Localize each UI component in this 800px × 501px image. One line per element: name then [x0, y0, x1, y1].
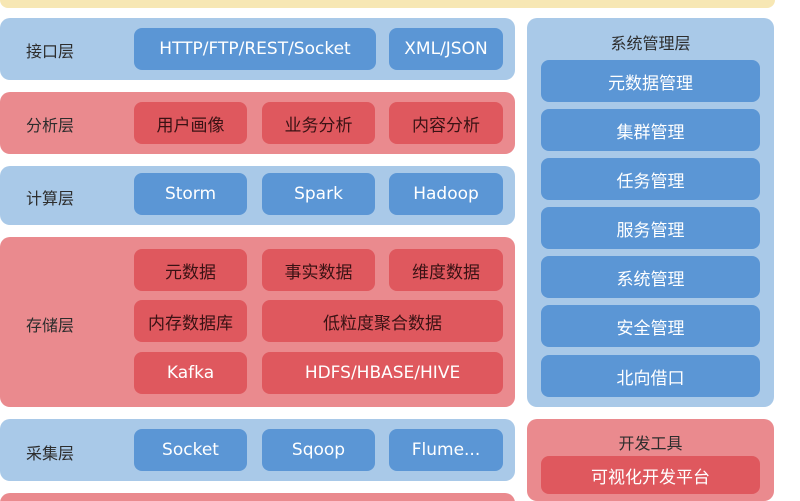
storage-box-hdfs: HDFS/HBASE/HIVE: [262, 352, 503, 394]
dev-tools-title: 开发工具: [618, 434, 683, 453]
collect-box-sqoop: Sqoop: [262, 429, 375, 471]
collect-layer-label: 采集层: [26, 444, 75, 463]
collect-box-flume: Flume...: [389, 429, 503, 471]
analysis-box-user-profile: 用户画像: [134, 102, 247, 144]
interface-box-xml: XML/JSON: [389, 28, 503, 70]
storage-box-aggregate-data: 低粒度聚合数据: [262, 300, 503, 342]
sys-box-cluster-mgmt: 集群管理: [541, 109, 760, 151]
interface-box-http: HTTP/FTP/REST/Socket: [134, 28, 376, 70]
storage-box-fact-data: 事实数据: [262, 249, 375, 291]
collect-box-socket: Socket: [134, 429, 247, 471]
interface-layer: 接口层 HTTP/FTP/REST/Socket XML/JSON: [0, 18, 515, 80]
dev-box-visual-platform: 可视化开发平台: [541, 456, 760, 494]
sys-box-service-mgmt: 服务管理: [541, 207, 760, 249]
sys-box-task-mgmt: 任务管理: [541, 158, 760, 200]
storage-layer-label: 存储层: [26, 316, 75, 335]
bottom-layer-stub: [0, 493, 515, 501]
analysis-box-business: 业务分析: [262, 102, 375, 144]
compute-box-spark: Spark: [262, 173, 375, 215]
sys-box-system-mgmt: 系统管理: [541, 256, 760, 298]
compute-box-hadoop: Hadoop: [389, 173, 503, 215]
collect-layer: 采集层 Socket Sqoop Flume...: [0, 419, 515, 481]
interface-layer-label: 接口层: [26, 42, 75, 61]
compute-layer-label: 计算层: [26, 189, 75, 208]
analysis-layer: 分析层 用户画像 业务分析 内容分析: [0, 92, 515, 154]
analysis-box-content: 内容分析: [389, 102, 503, 144]
system-management-panel: 系统管理层 元数据管理 集群管理 任务管理 服务管理 系统管理 安全管理 北向借…: [527, 18, 774, 407]
compute-layer: 计算层 Storm Spark Hadoop: [0, 166, 515, 225]
storage-layer: 存储层 元数据 事实数据 维度数据 内存数据库 低粒度聚合数据 Kafka HD…: [0, 237, 515, 407]
sys-box-security-mgmt: 安全管理: [541, 305, 760, 347]
dev-tools-panel: 开发工具 可视化开发平台: [527, 419, 774, 501]
storage-box-in-memory-db: 内存数据库: [134, 300, 247, 342]
storage-box-dimension-data: 维度数据: [389, 249, 503, 291]
storage-box-kafka: Kafka: [134, 352, 247, 394]
top-strip: [0, 0, 775, 8]
system-management-title: 系统管理层: [610, 34, 691, 53]
storage-box-metadata: 元数据: [134, 249, 247, 291]
compute-box-storm: Storm: [134, 173, 247, 215]
sys-box-metadata-mgmt: 元数据管理: [541, 60, 760, 102]
analysis-layer-label: 分析层: [26, 116, 75, 135]
sys-box-northbound: 北向借口: [541, 355, 760, 397]
